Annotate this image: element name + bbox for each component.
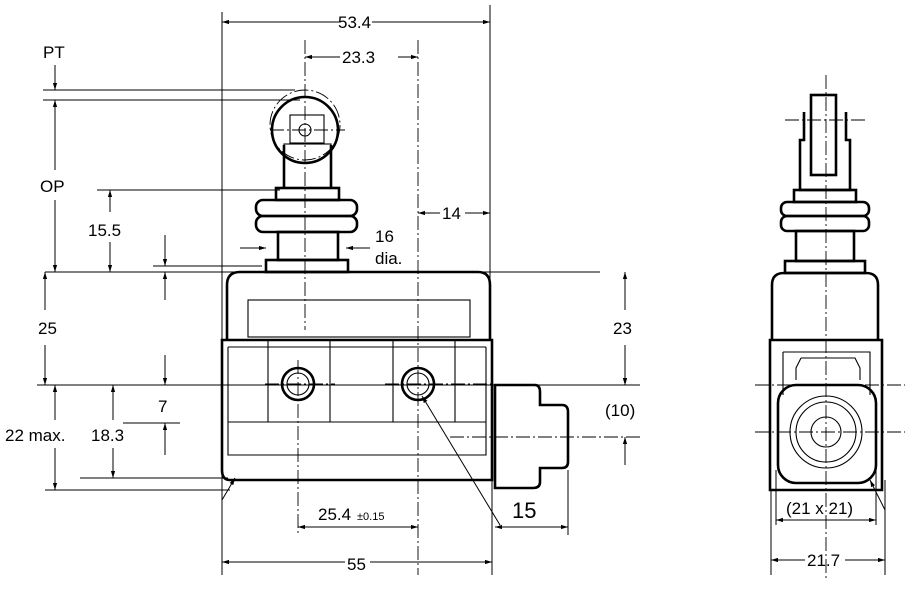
dim-23: 23 bbox=[613, 319, 632, 338]
dim-25-4: 25.4 bbox=[318, 505, 351, 524]
roller-bracket bbox=[289, 114, 325, 144]
dim-21-7: 21.7 bbox=[807, 551, 840, 570]
bushing bbox=[276, 230, 340, 262]
lock-nut bbox=[254, 214, 359, 234]
dim-16: 16 bbox=[375, 227, 394, 246]
nut-top bbox=[274, 186, 341, 202]
housing-body bbox=[220, 338, 494, 482]
dim-tolerance: ±0.15 bbox=[357, 511, 384, 523]
housing-head bbox=[225, 270, 492, 340]
bushing-base bbox=[264, 258, 350, 274]
dim-15: 15 bbox=[512, 498, 536, 523]
head-window bbox=[247, 299, 471, 338]
dim-55: 55 bbox=[347, 555, 366, 574]
dim-23-3: 23.3 bbox=[342, 48, 375, 67]
label-pt: PT bbox=[43, 43, 65, 62]
dim-10: (10) bbox=[605, 401, 635, 420]
nut bbox=[254, 198, 359, 218]
dim-21x21: (21 x 21) bbox=[786, 499, 853, 518]
dim-25: 25 bbox=[38, 319, 57, 338]
side-view: (21 x 21) 21.7 bbox=[755, 75, 905, 580]
dim-7: 7 bbox=[158, 397, 167, 416]
dim-dia: dia. bbox=[375, 249, 402, 268]
front-view bbox=[220, 40, 640, 575]
conduit-connector bbox=[493, 383, 570, 490]
side-head bbox=[770, 271, 880, 340]
label-op: OP bbox=[40, 177, 65, 196]
dim-14: 14 bbox=[442, 204, 461, 223]
dim-22-max: 22 max. bbox=[5, 426, 65, 445]
side-body bbox=[768, 338, 884, 492]
dim-15-5: 15.5 bbox=[88, 221, 121, 240]
dim-53-4: 53.4 bbox=[338, 13, 371, 32]
plunger-stem bbox=[282, 145, 333, 188]
dim-18-3: 18.3 bbox=[91, 426, 124, 445]
side-roller bbox=[809, 93, 838, 177]
dimensions: 53.4 23.3 14 PT OP 15.5 16 dia. 25 7 22 … bbox=[5, 5, 640, 575]
